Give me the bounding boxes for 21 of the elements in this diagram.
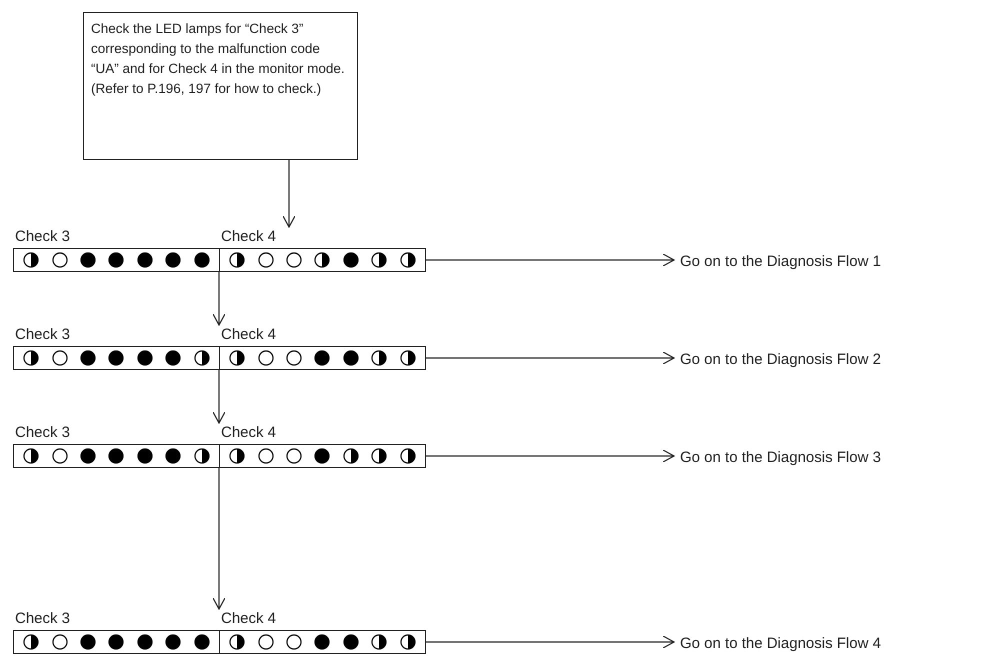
panel-heading: Check 3 [15, 228, 70, 245]
panel-heading: Check 4 [221, 424, 276, 441]
result-text: Go on to the Diagnosis Flow 3 [680, 449, 881, 466]
panel-heading: Check 4 [221, 228, 276, 245]
arrow [212, 272, 226, 326]
panel-heading: Check 3 [15, 326, 70, 343]
panel-heading: Check 3 [15, 424, 70, 441]
result-text: Go on to the Diagnosis Flow 2 [680, 351, 881, 368]
result-text: Go on to the Diagnosis Flow 1 [680, 253, 881, 270]
arrow [212, 370, 226, 424]
process-box: Check the LED lamps for “Check 3” corresponding to the malfunction code “UA” and for Check 4 in the monitor mode. (Refer to P.196, 197 for how to check.) [83, 12, 358, 160]
arrow [282, 160, 296, 228]
arrow [212, 468, 226, 610]
panel-heading: Check 4 [221, 610, 276, 627]
result-text: Go on to the Diagnosis Flow 4 [680, 635, 881, 652]
panel-heading: Check 4 [221, 326, 276, 343]
panel-heading: Check 3 [15, 610, 70, 627]
arrow [426, 449, 675, 463]
arrow [426, 351, 675, 365]
arrow [426, 635, 675, 649]
arrow [426, 253, 675, 267]
